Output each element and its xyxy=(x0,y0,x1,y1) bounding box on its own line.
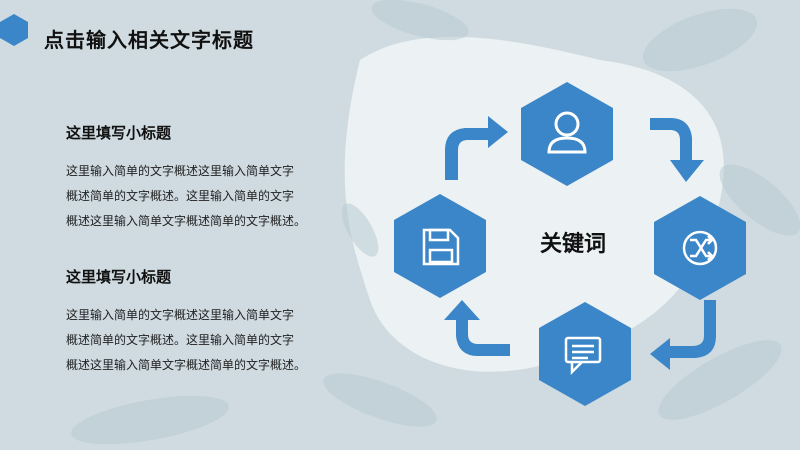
section-body: 这里输入简单的文字概述这里输入简单文字 概述简单的文字概述。这里输入简单的文字 … xyxy=(66,303,356,378)
user-icon xyxy=(547,111,587,154)
body-line: 概述这里输入简单文字概述简单的文字概述。 xyxy=(66,214,307,228)
section-subtitle: 这里填写小标题 xyxy=(66,124,172,142)
body-line: 这里输入简单的文字概述这里输入简单文字 xyxy=(66,308,295,322)
hex-top xyxy=(521,82,613,186)
section-body: 这里输入简单的文字概述这里输入简单文字 概述简单的文字概述。这里输入简单的文字 … xyxy=(66,159,356,234)
hex-right xyxy=(654,196,746,300)
arrow-bottom-left xyxy=(444,300,510,356)
arrow-bottom-right xyxy=(650,300,716,370)
center-keyword: 关键词 xyxy=(540,232,607,257)
arrow-top-left xyxy=(445,116,508,180)
hex-bottom xyxy=(539,302,631,406)
section-subtitle: 这里填写小标题 xyxy=(66,268,172,286)
page-title: 点击输入相关文字标题 xyxy=(44,28,254,52)
body-line: 这里输入简单的文字概述这里输入简单文字 xyxy=(66,164,295,178)
text-section-2: 这里填写小标题 这里输入简单的文字概述这里输入简单文字 概述简单的文字概述。这里… xyxy=(66,266,356,378)
hex-left xyxy=(394,194,486,298)
text-section-1: 这里填写小标题 这里输入简单的文字概述这里输入简单文字 概述简单的文字概述。这里… xyxy=(66,122,356,234)
body-line: 概述简单的文字概述。这里输入简单的文字 xyxy=(66,189,295,203)
arrow-top-right xyxy=(650,118,704,182)
chat-icon xyxy=(564,336,602,376)
body-line: 概述简单的文字概述。这里输入简单的文字 xyxy=(66,333,295,347)
body-line: 概述这里输入简单文字概述简单的文字概述。 xyxy=(66,358,307,372)
save-disk-icon xyxy=(422,228,460,266)
shuffle-icon xyxy=(682,230,718,266)
